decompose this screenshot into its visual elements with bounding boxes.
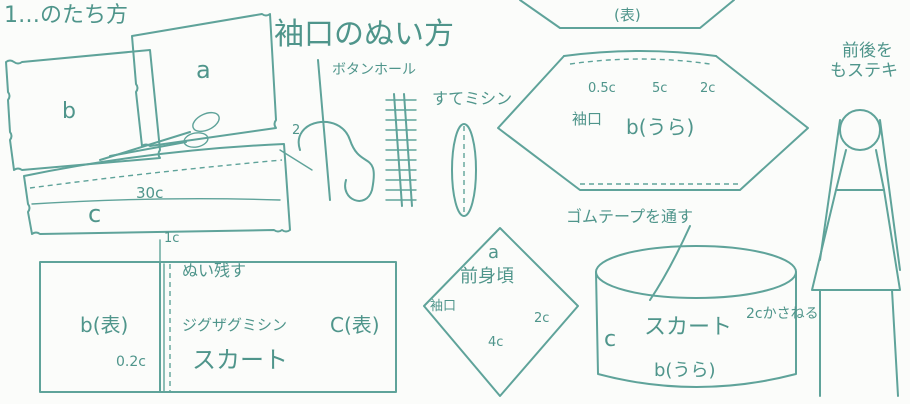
sleeve-label: 袖口 <box>572 110 602 128</box>
d05-label: 0.5c <box>588 81 616 96</box>
piece-a-card: a <box>131 13 277 147</box>
d5-label: 5c <box>652 81 667 96</box>
skirt-panels: 1c ぬい残す ジグザグミシン b(表) C(表) 0.2c スカート <box>39 231 397 393</box>
seam-02-label: 0.2c <box>116 354 146 370</box>
tube-skirt-label: スカート <box>644 315 732 340</box>
bodice-sleeve-label: 袖口 <box>430 299 456 314</box>
buttonhole-stitch-illustration: 2 <box>279 59 417 207</box>
bodice-d2-label: 2c <box>534 311 549 326</box>
tube-c-label: c <box>604 327 616 352</box>
sleeve-front-mark: (表) <box>614 6 641 24</box>
piece-b-card: b <box>5 49 161 171</box>
sleeve-b-back-label: b(うら) <box>626 115 694 139</box>
piece-c-card: c 30c <box>23 143 291 235</box>
sleeve-title: 袖口のぬい方 <box>274 17 454 52</box>
zigzag-label: ジグザグミシン <box>182 316 287 334</box>
skirt-tube-diagram: ゴムテープを通す c スカート b(うら) 2cかさねる <box>566 207 819 388</box>
bodice-d4-label: 4c <box>488 335 503 350</box>
c-front-label: C(表) <box>330 313 380 337</box>
top-left-title: 1…のたち方 <box>4 3 128 28</box>
doll-figure <box>811 109 901 397</box>
piece-a-label: a <box>196 56 211 84</box>
sleeve-diagram: (表) 0.5c 5c 2c 袖口 b(うら) <box>497 0 809 191</box>
side-note-line2: もステキ <box>830 61 898 81</box>
skirt-label: スカート <box>192 346 288 374</box>
buttonhole-stitch-label: ボタンホール <box>332 62 416 78</box>
piece-c-label: c <box>88 200 101 228</box>
blind-stitch-label: すてミシン <box>432 89 512 108</box>
rubber-tape-label: ゴムテープを通す <box>566 207 693 226</box>
blind-stitch-illustration <box>451 123 477 217</box>
step-2-label: 2 <box>292 123 300 138</box>
piece-b-label: b <box>62 99 76 124</box>
bodice-piece-label: a <box>488 242 499 263</box>
bodice-diagram: a 前身頃 袖口 2c 4c <box>423 227 579 397</box>
d2-label: 2c <box>700 81 715 96</box>
bodice-name-label: 前身頃 <box>460 266 514 287</box>
scissors-icon <box>99 111 220 161</box>
leave-open-label: ぬい残す <box>182 261 246 280</box>
tube-b-back-label: b(うら) <box>654 360 715 381</box>
width-30-label: 30c <box>136 184 163 202</box>
side-note-line1: 前後を <box>842 41 893 61</box>
b-front-label: b(表) <box>80 313 128 337</box>
overlap-label: 2cかさねる <box>746 306 819 322</box>
seam-1-label: 1c <box>164 231 179 246</box>
